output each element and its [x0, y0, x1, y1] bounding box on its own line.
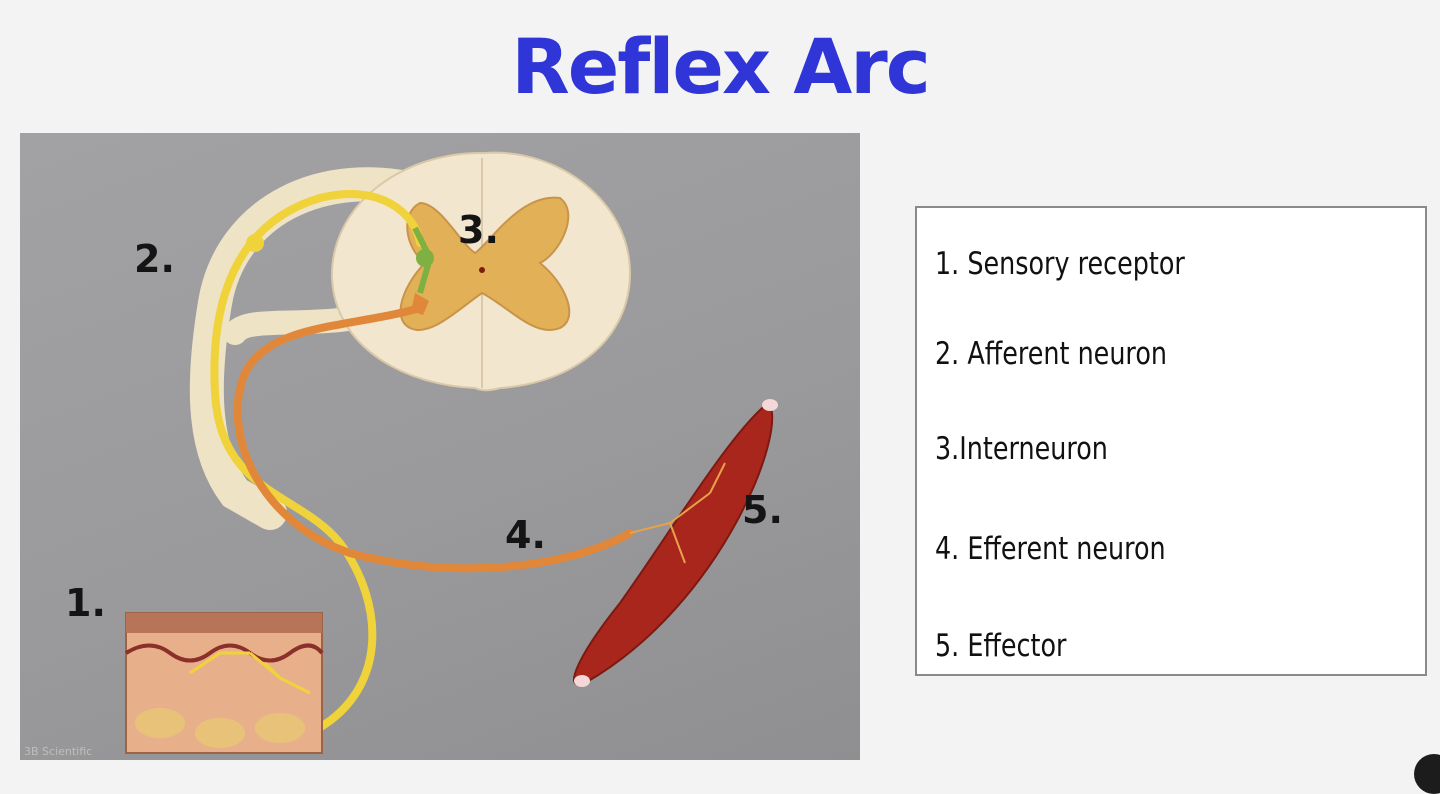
- muscle-effector: [573, 399, 778, 687]
- nerve-sheath: [189, 167, 447, 530]
- efferent-neuron: [233, 304, 634, 573]
- legend-box: 1. Sensory receptor 2. Afferent neuron 3…: [915, 206, 1427, 676]
- slide-title: Reflex Arc: [511, 22, 931, 111]
- legend-item-4: 4. Efferent neuron: [935, 531, 1166, 567]
- legend-item-3: 3.Interneuron: [935, 431, 1108, 467]
- grey-matter: [399, 196, 571, 331]
- legend-item-2: 2. Afferent neuron: [935, 336, 1167, 372]
- legend-item-1: 1. Sensory receptor: [935, 246, 1185, 282]
- marker-2: 2.: [134, 237, 175, 281]
- marker-5: 5.: [742, 488, 783, 532]
- marker-1: 1.: [65, 581, 106, 625]
- watermark-logo: 3B Scientific: [24, 745, 93, 758]
- marker-3: 3.: [458, 208, 499, 252]
- reflex-arc-diagram: [124, 151, 778, 754]
- reflex-arc-model-photo: 1. 2. 3. 4. 5. 3B Scientific: [20, 133, 860, 760]
- spinal-cord-section: [330, 151, 632, 392]
- afferent-neuron: [210, 190, 424, 737]
- marker-4: 4.: [505, 513, 546, 557]
- legend-item-5: 5. Effector: [935, 628, 1067, 664]
- skin-block: [124, 612, 324, 754]
- corner-button[interactable]: [1414, 754, 1440, 794]
